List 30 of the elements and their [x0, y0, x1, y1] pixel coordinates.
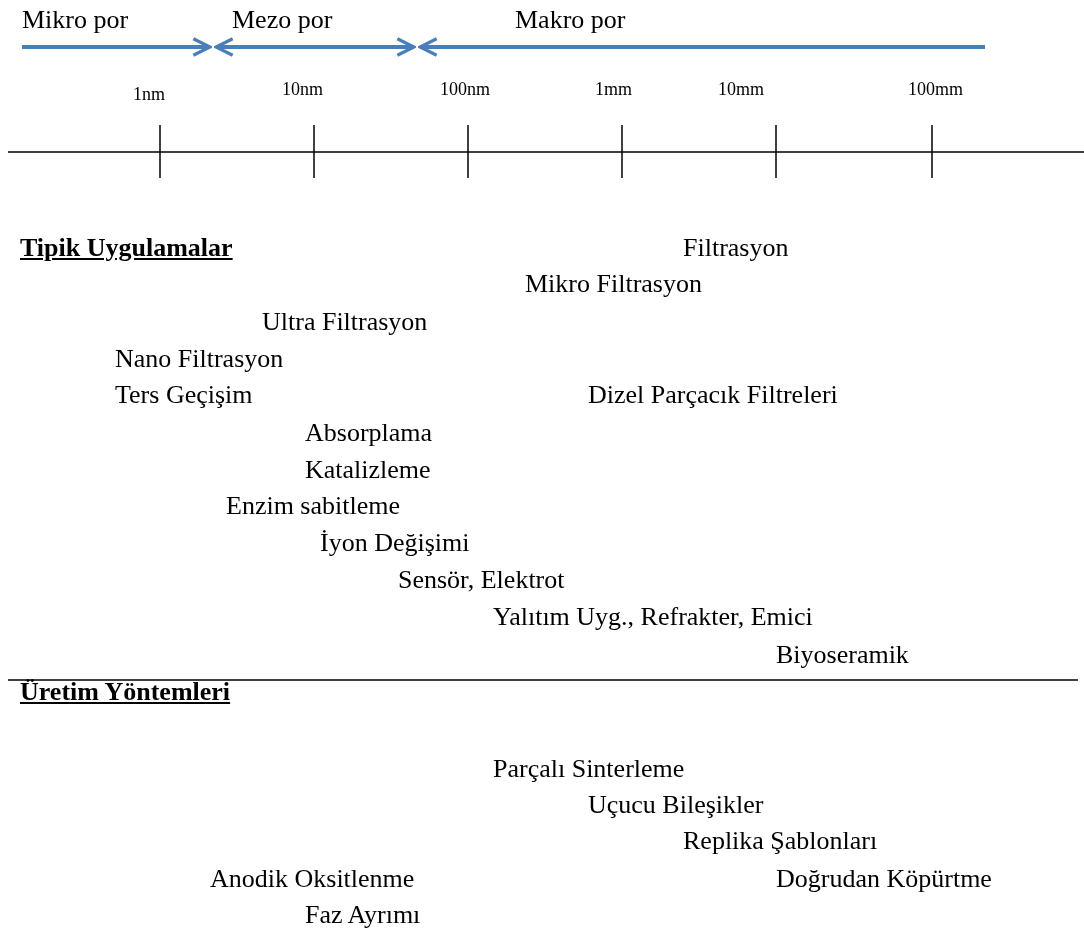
application-label: Mikro Filtrasyon: [525, 269, 702, 299]
method-label: Faz Ayrımı: [305, 900, 421, 930]
scale-tick-label: 1nm: [133, 83, 165, 105]
application-label: Absorplama: [305, 418, 433, 448]
application-label: Yalıtım Uyg., Refrakter, Emici: [493, 602, 813, 632]
application-label: İyon Değişimi: [320, 528, 470, 558]
application-label: Dizel Parçacık Filtreleri: [588, 380, 838, 410]
section-heading: Tipik Uygulamalar: [20, 233, 233, 263]
application-label: Ters Geçişim: [115, 380, 253, 410]
method-label: Replika Şablonları: [683, 826, 878, 856]
application-label: Filtrasyon: [683, 233, 789, 263]
pore-range-label: Makro por: [515, 5, 626, 35]
application-label: Enzim sabitleme: [226, 491, 400, 521]
application-label: Nano Filtrasyon: [115, 344, 284, 374]
application-label: Ultra Filtrasyon: [262, 307, 428, 337]
scale-tick-label: 100nm: [440, 78, 490, 100]
scale-tick-label: 10mm: [718, 78, 764, 100]
scale-tick-label: 10nm: [282, 78, 323, 100]
method-label: Doğrudan Köpürtme: [776, 864, 992, 894]
application-label: Katalizleme: [305, 455, 431, 485]
scale-tick-label: 100mm: [908, 78, 963, 100]
pore-range-label: Mezo por: [232, 5, 333, 35]
scale-tick-label: 1mm: [595, 78, 632, 100]
pore-range-label: Mikro por: [22, 5, 129, 35]
application-label: Sensör, Elektrot: [398, 565, 565, 595]
method-label: Uçucu Bileşikler: [588, 790, 764, 820]
method-label: Anodik Oksitlenme: [210, 864, 415, 894]
application-label: Biyoseramik: [776, 640, 909, 670]
method-label: Parçalı Sinterleme: [493, 754, 685, 784]
section-heading: Üretim Yöntemleri: [20, 677, 231, 707]
